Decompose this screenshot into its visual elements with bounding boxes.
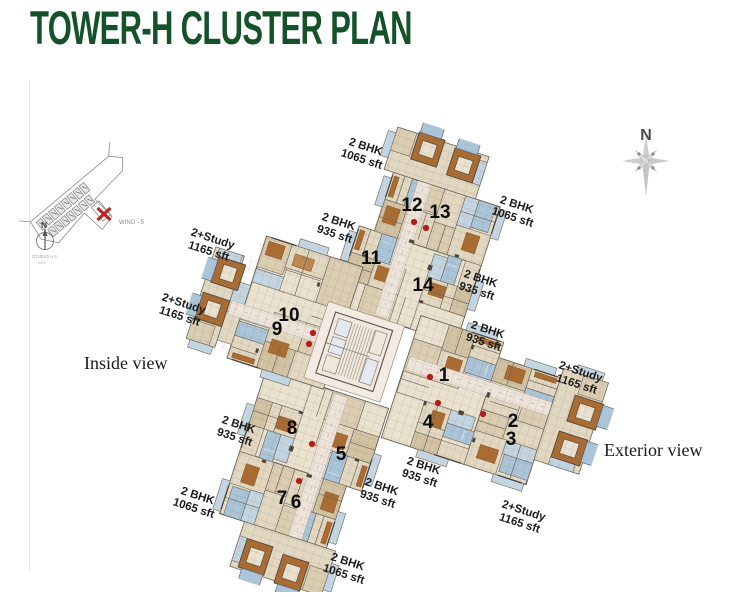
svg-text:Exterior view: Exterior view	[604, 440, 702, 460]
svg-text:3: 3	[506, 429, 517, 450]
svg-text:1: 1	[439, 365, 450, 386]
svg-text:11: 11	[361, 248, 382, 269]
svg-text:KEY: KEY	[38, 260, 46, 265]
svg-text:N: N	[640, 127, 652, 144]
svg-text:8: 8	[287, 418, 298, 439]
svg-text:6: 6	[291, 492, 302, 513]
svg-text:TOWER-H CLUSTER PLAN: TOWER-H CLUSTER PLAN	[30, 3, 412, 55]
svg-text:Inside view: Inside view	[84, 353, 167, 373]
svg-text:N: N	[41, 220, 47, 230]
svg-text:5: 5	[336, 444, 347, 465]
svg-text:14: 14	[412, 275, 434, 296]
svg-text:WING - 5: WING - 5	[119, 220, 145, 226]
svg-text:13: 13	[429, 202, 450, 223]
svg-text:7: 7	[277, 488, 288, 509]
svg-text:12: 12	[401, 195, 422, 216]
svg-text:4: 4	[423, 412, 434, 433]
svg-text:STUDIO A S: STUDIO A S	[32, 254, 57, 259]
svg-text:9: 9	[272, 319, 283, 340]
svg-text:2: 2	[508, 411, 519, 432]
svg-text:10: 10	[278, 305, 299, 326]
